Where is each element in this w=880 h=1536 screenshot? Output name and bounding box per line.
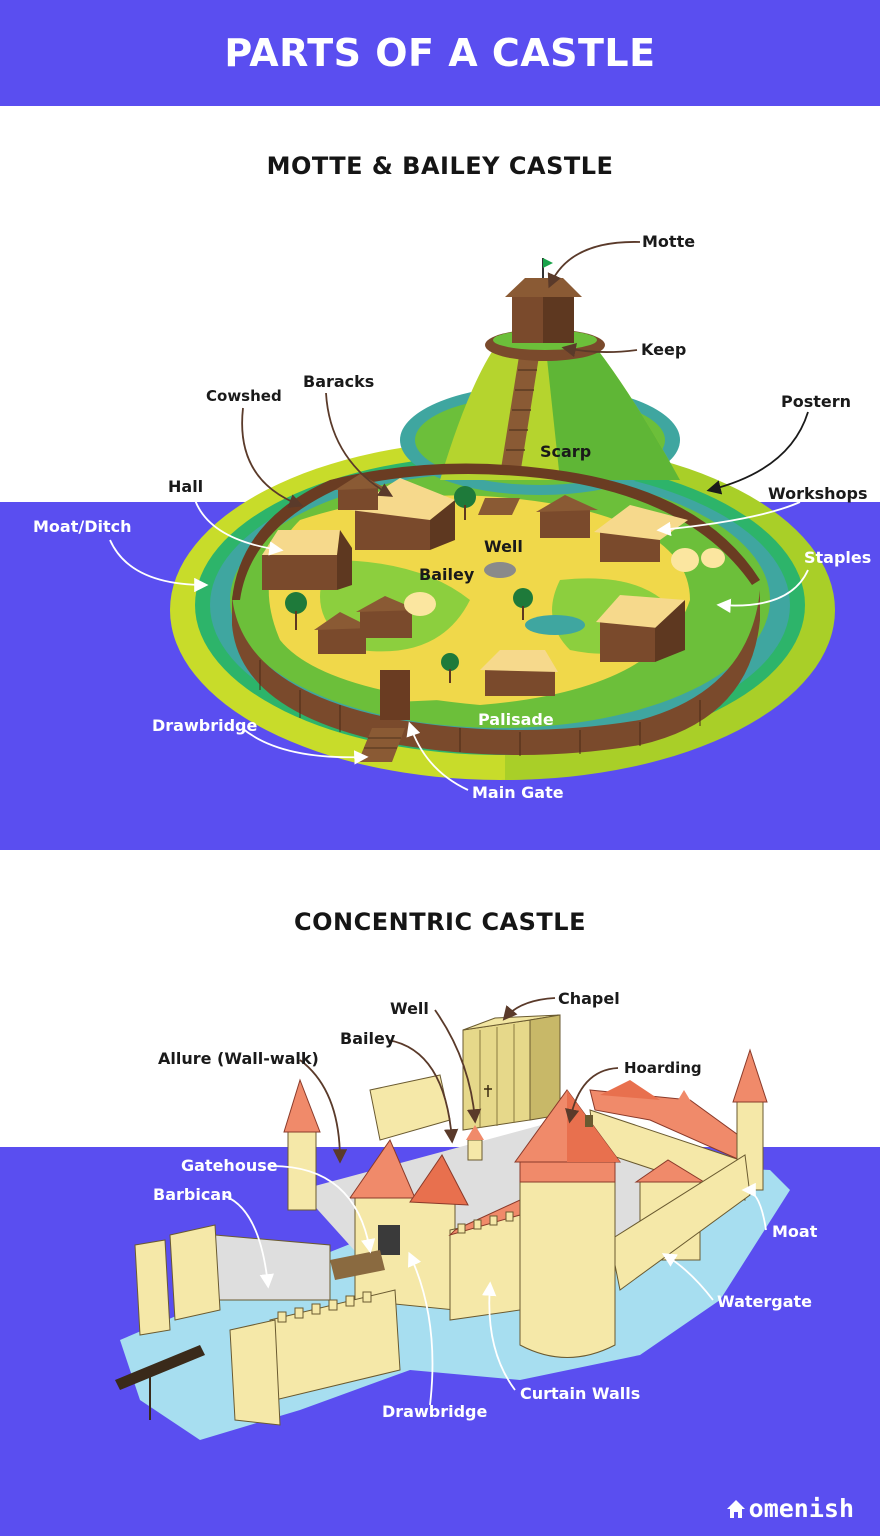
motte-hill-shade xyxy=(545,340,680,480)
hall-building xyxy=(262,530,352,590)
barbican xyxy=(214,1234,331,1301)
keep-roof xyxy=(505,278,582,297)
haystack xyxy=(404,592,436,616)
motte-bailey-illustration xyxy=(109,241,835,791)
main-gate xyxy=(380,670,410,720)
main-round-tower xyxy=(519,1169,616,1358)
label-baracks: Baracks xyxy=(303,372,375,391)
well xyxy=(484,562,516,578)
label-hoarding: Hoarding xyxy=(624,1059,702,1077)
motte-bailey-title: MOTTE & BAILEY CASTLE xyxy=(266,152,614,180)
label-watergate: Watergate xyxy=(717,1292,813,1311)
pond xyxy=(525,615,585,635)
label-motte: Motte xyxy=(642,232,696,251)
concentric-title: CONCENTRIC CASTLE xyxy=(294,908,586,936)
label-moat: Moat xyxy=(772,1222,818,1241)
barbican-bridge xyxy=(115,1345,205,1390)
label-hall: Hall xyxy=(168,477,204,496)
cowshed-building xyxy=(335,474,385,510)
label-concentric-well: Well xyxy=(390,999,429,1018)
label-drawbridge: Drawbridge xyxy=(152,716,258,735)
trees xyxy=(285,486,533,671)
motte-stairs xyxy=(500,350,540,475)
label-gatehouse: Gatehouse xyxy=(181,1156,278,1175)
label-cowshed: Cowshed xyxy=(206,387,282,405)
concentric-drawbridge xyxy=(330,1250,385,1280)
label-moat-ditch: Moat/Ditch xyxy=(33,517,132,536)
palisade-wall xyxy=(232,590,760,755)
tower-back-left xyxy=(287,1129,317,1211)
label-palisade: Palisade xyxy=(478,710,554,729)
small-houses xyxy=(314,596,558,696)
label-staples: Staples xyxy=(804,548,872,567)
page-title: PARTS OF A CASTLE xyxy=(224,31,656,75)
drawbridge xyxy=(358,728,405,762)
label-curtain-walls: Curtain Walls xyxy=(520,1384,641,1403)
label-chapel: Chapel xyxy=(558,989,620,1008)
workshop-building xyxy=(536,495,688,562)
label-postern: Postern xyxy=(781,392,852,411)
label-scarp: Scarp xyxy=(540,442,592,461)
label-well: Well xyxy=(484,537,523,556)
header-banner: PARTS OF A CASTLE xyxy=(0,0,880,106)
label-keep: Keep xyxy=(641,340,687,359)
label-main-gate: Main Gate xyxy=(472,783,564,802)
back-curtain-wall xyxy=(369,1074,451,1141)
staples-building xyxy=(596,595,685,662)
label-workshops: Workshops xyxy=(768,484,868,503)
label-concentric-drawbridge: Drawbridge xyxy=(382,1402,488,1421)
homenish-logo: omenish xyxy=(725,1494,854,1523)
keep-flag xyxy=(543,258,553,268)
logo-text: omenish xyxy=(748,1494,854,1523)
label-concentric-bailey: Bailey xyxy=(340,1029,396,1048)
label-allure: Allure (Wall-walk) xyxy=(158,1049,319,1068)
label-bailey: Bailey xyxy=(419,565,475,584)
label-barbican: Barbican xyxy=(153,1185,233,1204)
house-icon xyxy=(726,1499,745,1518)
well-structure xyxy=(467,1139,483,1161)
